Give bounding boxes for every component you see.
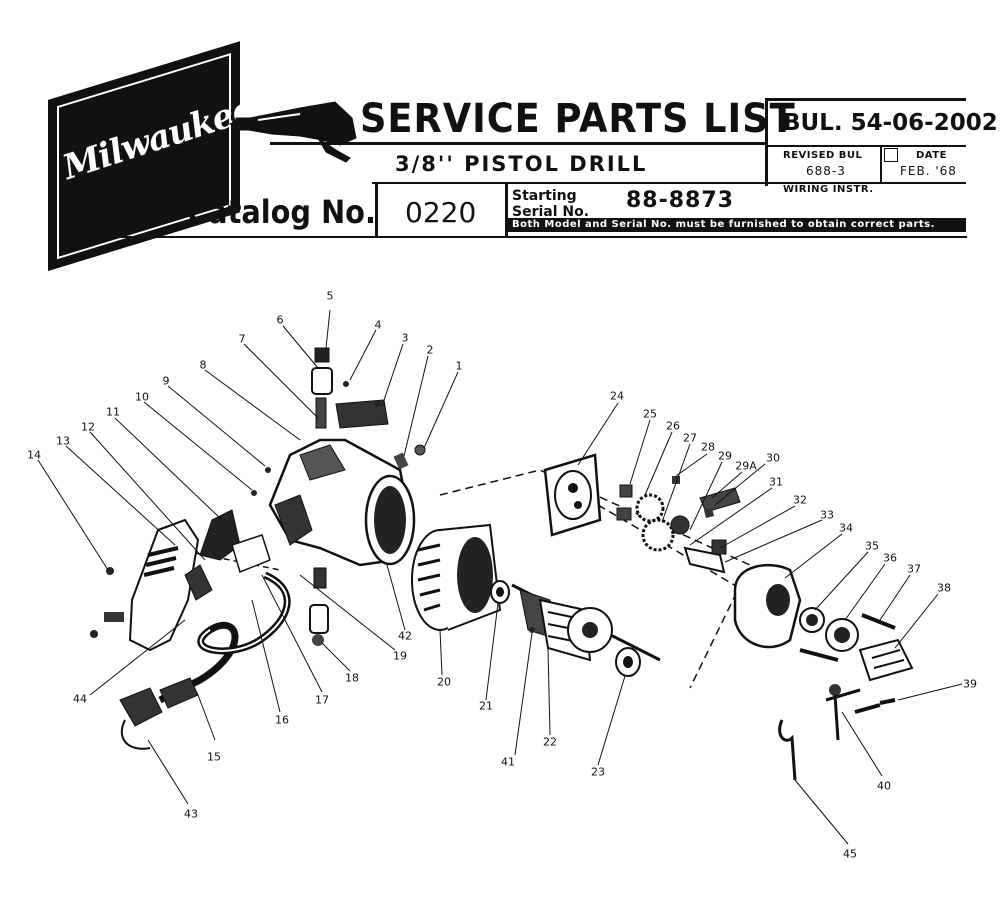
callout-11: 11 — [106, 405, 120, 419]
callout-17: 17 — [315, 693, 329, 707]
callout-44: 44 — [73, 692, 87, 706]
callout-33: 33 — [820, 508, 834, 522]
callout-19: 19 — [393, 649, 407, 663]
handle-half — [90, 518, 200, 652]
callout-42: 42 — [398, 629, 412, 643]
motor-housing — [251, 438, 416, 567]
chuck-assembly — [778, 613, 914, 781]
product-name: 3/8'' PISTOL DRILL — [395, 152, 648, 176]
callout-5: 5 — [326, 289, 334, 303]
wiring-label: WIRING INSTR. — [783, 184, 874, 195]
notice-bar: Both Model and Serial No. must be furnis… — [508, 218, 966, 232]
callout-8: 8 — [199, 358, 207, 372]
revised-value: 688-3 — [806, 164, 846, 178]
armature-assembly — [490, 580, 661, 677]
callout-29: 29 — [718, 449, 732, 463]
callout-18: 18 — [345, 671, 359, 685]
callout-28: 28 — [701, 440, 715, 454]
callout-14: 14 — [27, 448, 41, 462]
callout-16: 16 — [275, 713, 289, 727]
callout-2: 2 — [426, 343, 434, 357]
callout-43: 43 — [184, 807, 198, 821]
callout-7: 7 — [238, 332, 246, 346]
page-title: SERVICE PARTS LIST — [360, 96, 796, 142]
callout-3: 3 — [401, 331, 409, 345]
gear-case — [733, 563, 859, 662]
callout-20: 20 — [437, 675, 451, 689]
switch-assembly — [184, 509, 271, 601]
brush-holder-parts — [311, 347, 426, 470]
callout-21: 21 — [479, 699, 493, 713]
callout-31: 31 — [769, 475, 783, 489]
callout-45: 45 — [843, 847, 857, 861]
callout-22: 22 — [543, 735, 557, 749]
callout-15: 15 — [207, 750, 221, 764]
date-label: DATE — [916, 150, 947, 161]
callout-25: 25 — [643, 407, 657, 421]
callout-4: 4 — [374, 318, 382, 332]
serial-number: 88-8873 — [626, 188, 734, 213]
date-checkbox — [884, 148, 898, 162]
callout-6: 6 — [276, 313, 284, 327]
callout-10: 10 — [135, 390, 149, 404]
callout-24: 24 — [610, 389, 624, 403]
header-rule — [766, 145, 966, 147]
serial-label-line2: Serial No. — [512, 204, 590, 220]
catalog-label: Catalog No. — [187, 193, 376, 231]
gear-plate — [543, 453, 602, 537]
callout-39: 39 — [963, 677, 977, 691]
header-rule — [766, 98, 966, 101]
field-stator — [411, 523, 502, 631]
revised-label: REVISED BUL — [783, 150, 863, 161]
header-divider — [880, 146, 882, 182]
callout-41: 41 — [501, 755, 515, 769]
header-divider — [505, 184, 508, 236]
callout-38: 38 — [937, 581, 951, 595]
header-divider — [765, 98, 768, 186]
callout-40: 40 — [877, 779, 891, 793]
assembly-line — [597, 504, 761, 601]
callout-1: 1 — [455, 359, 463, 373]
callout-27: 27 — [683, 431, 697, 445]
gear-train — [616, 476, 741, 574]
callout-35: 35 — [865, 539, 879, 553]
bulletin-number: BUL. 54-06-2002 — [783, 110, 998, 136]
callout-34: 34 — [839, 521, 853, 535]
date-value: FEB. '68 — [900, 164, 957, 178]
callout-12: 12 — [81, 420, 95, 434]
header-rule — [115, 236, 967, 238]
callout-29a: 29A — [735, 459, 757, 473]
header-rule — [372, 182, 966, 184]
serial-label: Starting Serial No. — [512, 188, 589, 220]
header-divider — [375, 184, 378, 236]
callout-36: 36 — [883, 551, 897, 565]
callout-23: 23 — [591, 765, 605, 779]
callout-13: 13 — [56, 434, 70, 448]
header-rule — [270, 142, 766, 145]
callout-32: 32 — [793, 493, 807, 507]
catalog-number: 0220 — [405, 196, 477, 229]
leader-lines — [37, 309, 963, 845]
power-cord — [119, 571, 291, 750]
callout-26: 26 — [666, 419, 680, 433]
brush-parts — [309, 567, 329, 646]
callout-30: 30 — [766, 451, 780, 465]
serial-label-line1: Starting — [512, 188, 577, 204]
callout-37: 37 — [907, 562, 921, 576]
callout-9: 9 — [162, 374, 170, 388]
